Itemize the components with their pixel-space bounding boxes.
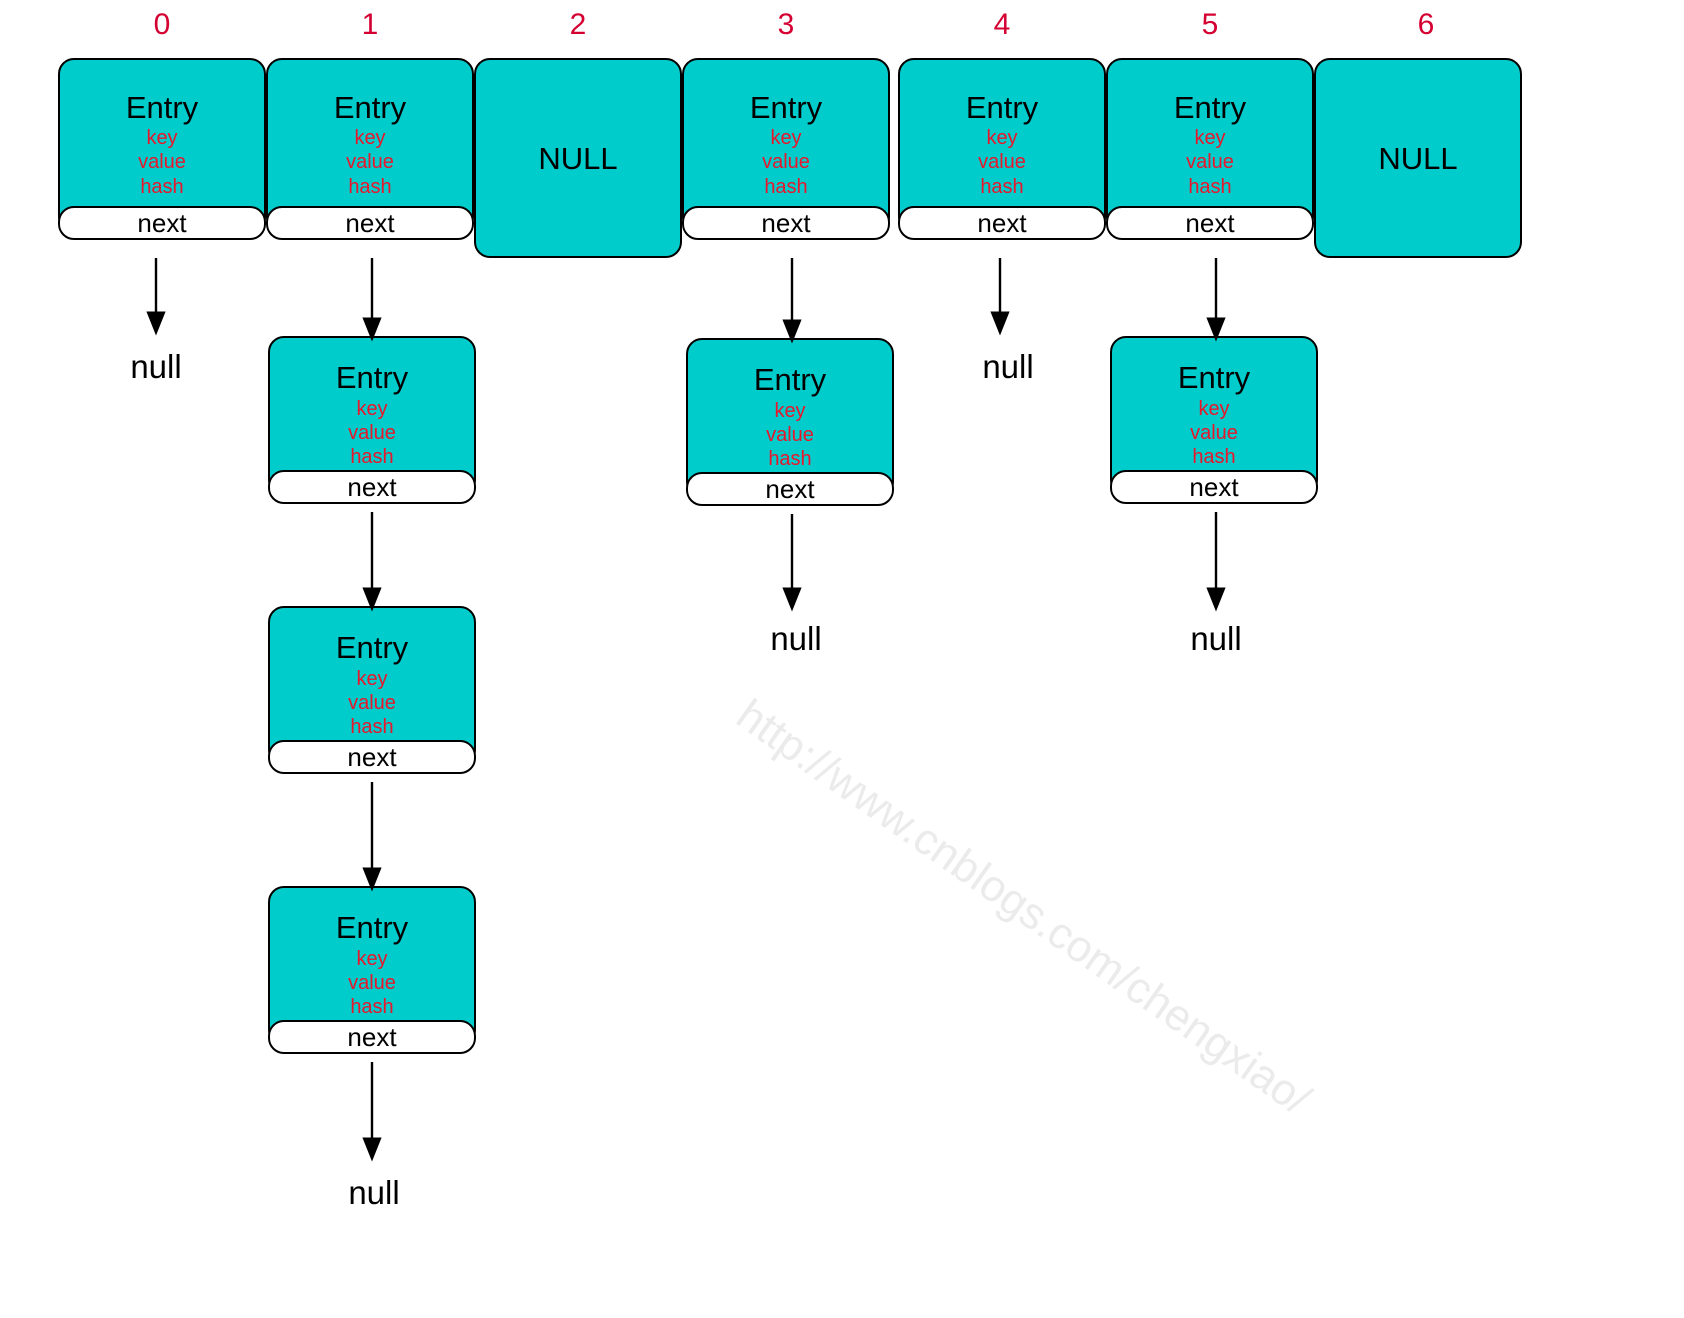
entry-fields: key value hash xyxy=(348,667,396,740)
entry-body: Entry key value hash xyxy=(1106,58,1314,233)
bucket-cell-3[interactable]: Entry key value hash next xyxy=(682,58,890,258)
entry-fields: key value hash xyxy=(346,126,394,199)
bucket-cell-1[interactable]: Entry key value hash next xyxy=(266,58,474,258)
entry-title: Entry xyxy=(965,89,1039,125)
chain-entry-b1-1[interactable]: Entry key value hash next xyxy=(268,336,476,520)
null-terminator-b1: null xyxy=(348,1174,400,1211)
entry-value-label: value xyxy=(138,151,186,174)
null-body: NULL xyxy=(1314,58,1522,258)
entry-fields: key value hash xyxy=(978,126,1026,199)
entry-fields: key value hash xyxy=(762,126,810,199)
entry-next-pointer[interactable]: next xyxy=(266,206,474,240)
bucket-index-2: 2 xyxy=(569,8,587,41)
entry-hash-label: hash xyxy=(350,446,394,469)
bucket-cell-2[interactable]: NULL xyxy=(474,58,682,258)
bucket-index-5: 5 xyxy=(1201,8,1219,41)
entry-value-label: value xyxy=(978,151,1026,174)
entry-next-pointer[interactable]: next xyxy=(1106,206,1314,240)
null-cell-label: NULL xyxy=(1378,140,1458,176)
entry-body: Entry key value hash xyxy=(686,338,894,498)
entry-title: Entry xyxy=(335,630,409,666)
entry-hash-label: hash xyxy=(350,716,394,739)
entry-hash-label: hash xyxy=(140,175,184,198)
entry-key-label: key xyxy=(1194,127,1226,150)
entry-title: Entry xyxy=(749,89,823,125)
entry-next-pointer[interactable]: next xyxy=(268,470,476,504)
entry-key-label: key xyxy=(354,127,386,150)
chain-entry-b5-1[interactable]: Entry key value hash next xyxy=(1110,336,1318,520)
entry-key-label: key xyxy=(986,127,1018,150)
entry-value-label: value xyxy=(348,971,396,994)
entry-value-label: value xyxy=(762,151,810,174)
entry-body: Entry key value hash xyxy=(268,886,476,1046)
entry-title: Entry xyxy=(1173,89,1247,125)
watermark-url: http://www.cnblogs.com/chengxiao/ xyxy=(727,690,1319,1125)
bucket-index-0: 0 xyxy=(153,8,171,41)
entry-title: Entry xyxy=(125,89,199,125)
entry-body: Entry key value hash xyxy=(268,606,476,766)
bucket-cell-0[interactable]: Entry key value hash next xyxy=(58,58,266,258)
null-terminator-b4: null xyxy=(982,348,1034,385)
null-body: NULL xyxy=(474,58,682,258)
null-terminator-b0: null xyxy=(130,348,182,385)
null-terminator-b3: null xyxy=(770,620,822,657)
bucket-cell-5[interactable]: Entry key value hash next xyxy=(1106,58,1314,258)
entry-body: Entry key value hash xyxy=(682,58,890,233)
entry-fields: key value hash xyxy=(348,397,396,470)
chain-entry-b1-3[interactable]: Entry key value hash next xyxy=(268,886,476,1070)
entry-fields: key value hash xyxy=(1190,397,1238,470)
entry-title: Entry xyxy=(753,362,827,398)
entry-hash-label: hash xyxy=(1192,446,1236,469)
entry-title: Entry xyxy=(333,89,407,125)
chain-entry-b1-2[interactable]: Entry key value hash next xyxy=(268,606,476,790)
entry-value-label: value xyxy=(348,691,396,714)
entry-body: Entry key value hash xyxy=(1110,336,1318,496)
entry-hash-label: hash xyxy=(980,175,1024,198)
entry-next-pointer[interactable]: next xyxy=(682,206,890,240)
entry-fields: key value hash xyxy=(766,399,814,472)
entry-next-pointer[interactable]: next xyxy=(268,740,476,774)
entry-title: Entry xyxy=(335,910,409,946)
entry-next-pointer[interactable]: next xyxy=(58,206,266,240)
entry-fields: key value hash xyxy=(348,947,396,1020)
entry-value-label: value xyxy=(348,421,396,444)
chain-entry-b3-1[interactable]: Entry key value hash next xyxy=(686,338,894,522)
entry-next-pointer[interactable]: next xyxy=(686,472,894,506)
entry-title: Entry xyxy=(1177,360,1251,396)
entry-hash-label: hash xyxy=(768,448,812,471)
bucket-index-3: 3 xyxy=(777,8,795,41)
null-cell-label: NULL xyxy=(538,140,618,176)
entry-hash-label: hash xyxy=(764,175,808,198)
entry-hash-label: hash xyxy=(1188,175,1232,198)
entry-next-pointer[interactable]: next xyxy=(1110,470,1318,504)
entry-key-label: key xyxy=(146,127,178,150)
bucket-cell-6[interactable]: NULL xyxy=(1314,58,1522,258)
bucket-index-1: 1 xyxy=(361,8,379,41)
entry-key-label: key xyxy=(770,127,802,150)
bucket-index-4: 4 xyxy=(993,8,1011,41)
entry-title: Entry xyxy=(335,360,409,396)
entry-hash-label: hash xyxy=(350,996,394,1019)
entry-value-label: value xyxy=(346,151,394,174)
entry-key-label: key xyxy=(774,399,806,422)
entry-body: Entry key value hash xyxy=(58,58,266,233)
entry-key-label: key xyxy=(1198,397,1230,420)
entry-hash-label: hash xyxy=(348,175,392,198)
entry-value-label: value xyxy=(766,423,814,446)
entry-next-pointer[interactable]: next xyxy=(898,206,1106,240)
entry-key-label: key xyxy=(356,947,388,970)
null-terminator-b5: null xyxy=(1190,620,1242,657)
entry-fields: key value hash xyxy=(138,126,186,199)
entry-value-label: value xyxy=(1186,151,1234,174)
entry-fields: key value hash xyxy=(1186,126,1234,199)
bucket-cell-4[interactable]: Entry key value hash next xyxy=(898,58,1106,258)
entry-key-label: key xyxy=(356,397,388,420)
entry-value-label: value xyxy=(1190,421,1238,444)
bucket-index-6: 6 xyxy=(1417,8,1435,41)
entry-body: Entry key value hash xyxy=(266,58,474,233)
entry-key-label: key xyxy=(356,667,388,690)
entry-next-pointer[interactable]: next xyxy=(268,1020,476,1054)
